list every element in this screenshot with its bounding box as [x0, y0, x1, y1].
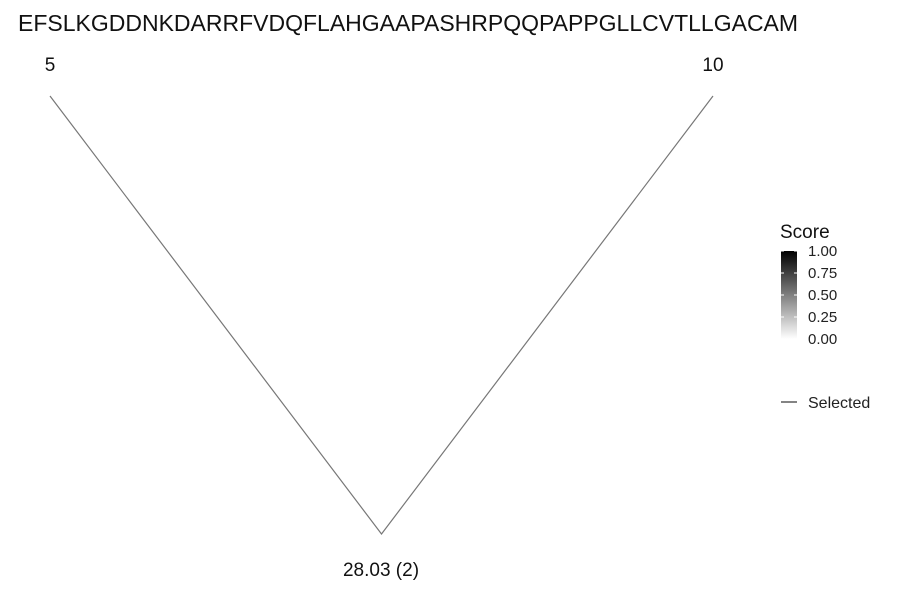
legend-colorbar: [781, 251, 797, 339]
arc-line[interactable]: [49, 95, 714, 535]
arc-apex-label: 28.03 (2): [343, 560, 419, 581]
legend-tick-label: 0.75: [808, 265, 837, 282]
score-legend: Score 1.00 0.75 0.50 0.25 0.00 Selected: [780, 222, 870, 412]
legend-tick-label: 1.00: [808, 243, 837, 260]
arc-end-label: 10: [702, 55, 723, 76]
legend-tick-label: 0.50: [808, 287, 837, 304]
legend-tick-label: 0.00: [808, 331, 837, 348]
sequence-text: EFSLKGDDNKDARRFVDQFLAHGAAPASHRPQQPAPPGLL…: [18, 10, 798, 36]
legend-tick-label: 0.25: [808, 309, 837, 326]
legend-selected-label: Selected: [808, 395, 870, 412]
arc-start-label: 5: [45, 55, 56, 76]
legend-ticks: 1.00 0.75 0.50 0.25 0.00: [781, 243, 837, 348]
legend-title: Score: [780, 222, 830, 243]
